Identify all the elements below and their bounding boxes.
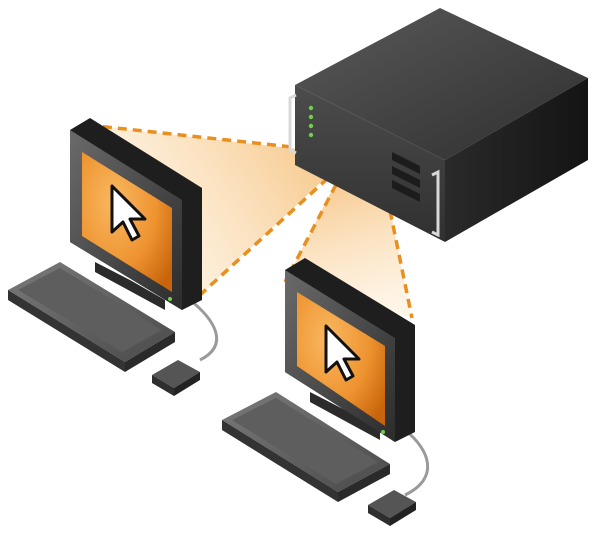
status-led [308, 114, 314, 120]
monitor-power-led [168, 297, 172, 301]
monitor-stand [310, 392, 380, 440]
server-vents [392, 152, 420, 202]
vent-slot [392, 152, 420, 174]
rack-server-icon [288, 8, 588, 242]
keyboard-front [338, 464, 390, 502]
mouse [152, 360, 200, 396]
server-side-face [445, 78, 588, 242]
monitor-stand [95, 262, 165, 310]
server-front-face [295, 85, 445, 242]
cursor-arrow-icon [110, 184, 147, 242]
mouse [368, 490, 416, 526]
keyboard-front [125, 332, 175, 372]
mouse-cable [189, 298, 219, 362]
mouse-cable [404, 428, 430, 497]
keyboard [8, 262, 175, 372]
link-line-client-1-bottom [198, 156, 352, 297]
keyboard-keys [232, 398, 378, 484]
keyboard-keys [18, 268, 162, 352]
workstation-client-2 [222, 258, 430, 526]
server-right-handle [431, 169, 440, 238]
cursor-arrow-icon [324, 324, 361, 382]
desktop-computer-icon [70, 118, 202, 310]
status-led [308, 123, 314, 129]
server-status-leds [308, 105, 314, 138]
status-led [308, 105, 314, 111]
keyboard-side [222, 420, 338, 502]
workstation-client-1 [8, 118, 219, 396]
vent-slot [392, 180, 420, 202]
status-led [308, 132, 314, 138]
vent-slot [392, 166, 420, 188]
keyboard [222, 392, 390, 502]
keyboard-side [8, 290, 125, 372]
desktop-computer-icon [285, 258, 415, 442]
monitor-power-led [381, 430, 385, 434]
link-line-client-2-right [376, 151, 414, 319]
server-left-handle [288, 93, 297, 155]
server-top-face [295, 8, 588, 160]
